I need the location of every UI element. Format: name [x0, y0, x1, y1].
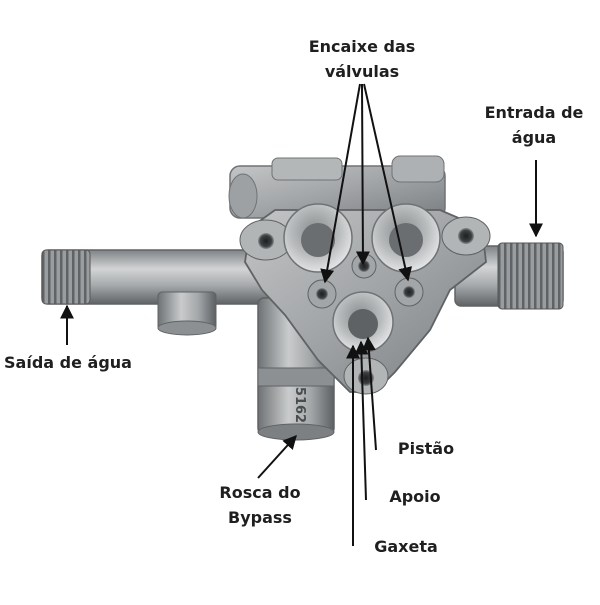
top-manifold [228, 155, 446, 219]
label-bypass-thread: Rosca do Bypass [219, 483, 301, 527]
outlet-pipe [41, 249, 273, 336]
label-water-outlet: Saída de água [4, 353, 132, 372]
arrow-valve-seat-right [363, 83, 413, 282]
label-support: Apoio [389, 487, 441, 506]
callout-arrows [60, 83, 543, 546]
casting-marking: 5162 [292, 387, 307, 423]
arrow-valve-seat-center [355, 83, 370, 266]
arrow-valve-seat-left [320, 83, 361, 284]
label-valve-seats: Encaixe das válvulas [308, 37, 416, 81]
arrow-support [354, 340, 369, 501]
label-gasket: Gaxeta [374, 537, 438, 556]
label-water-inlet: Entrada de água [484, 103, 584, 147]
label-piston: Pistão [397, 439, 455, 458]
arrow-piston [361, 336, 377, 451]
arrow-bypass-thread [257, 434, 297, 479]
